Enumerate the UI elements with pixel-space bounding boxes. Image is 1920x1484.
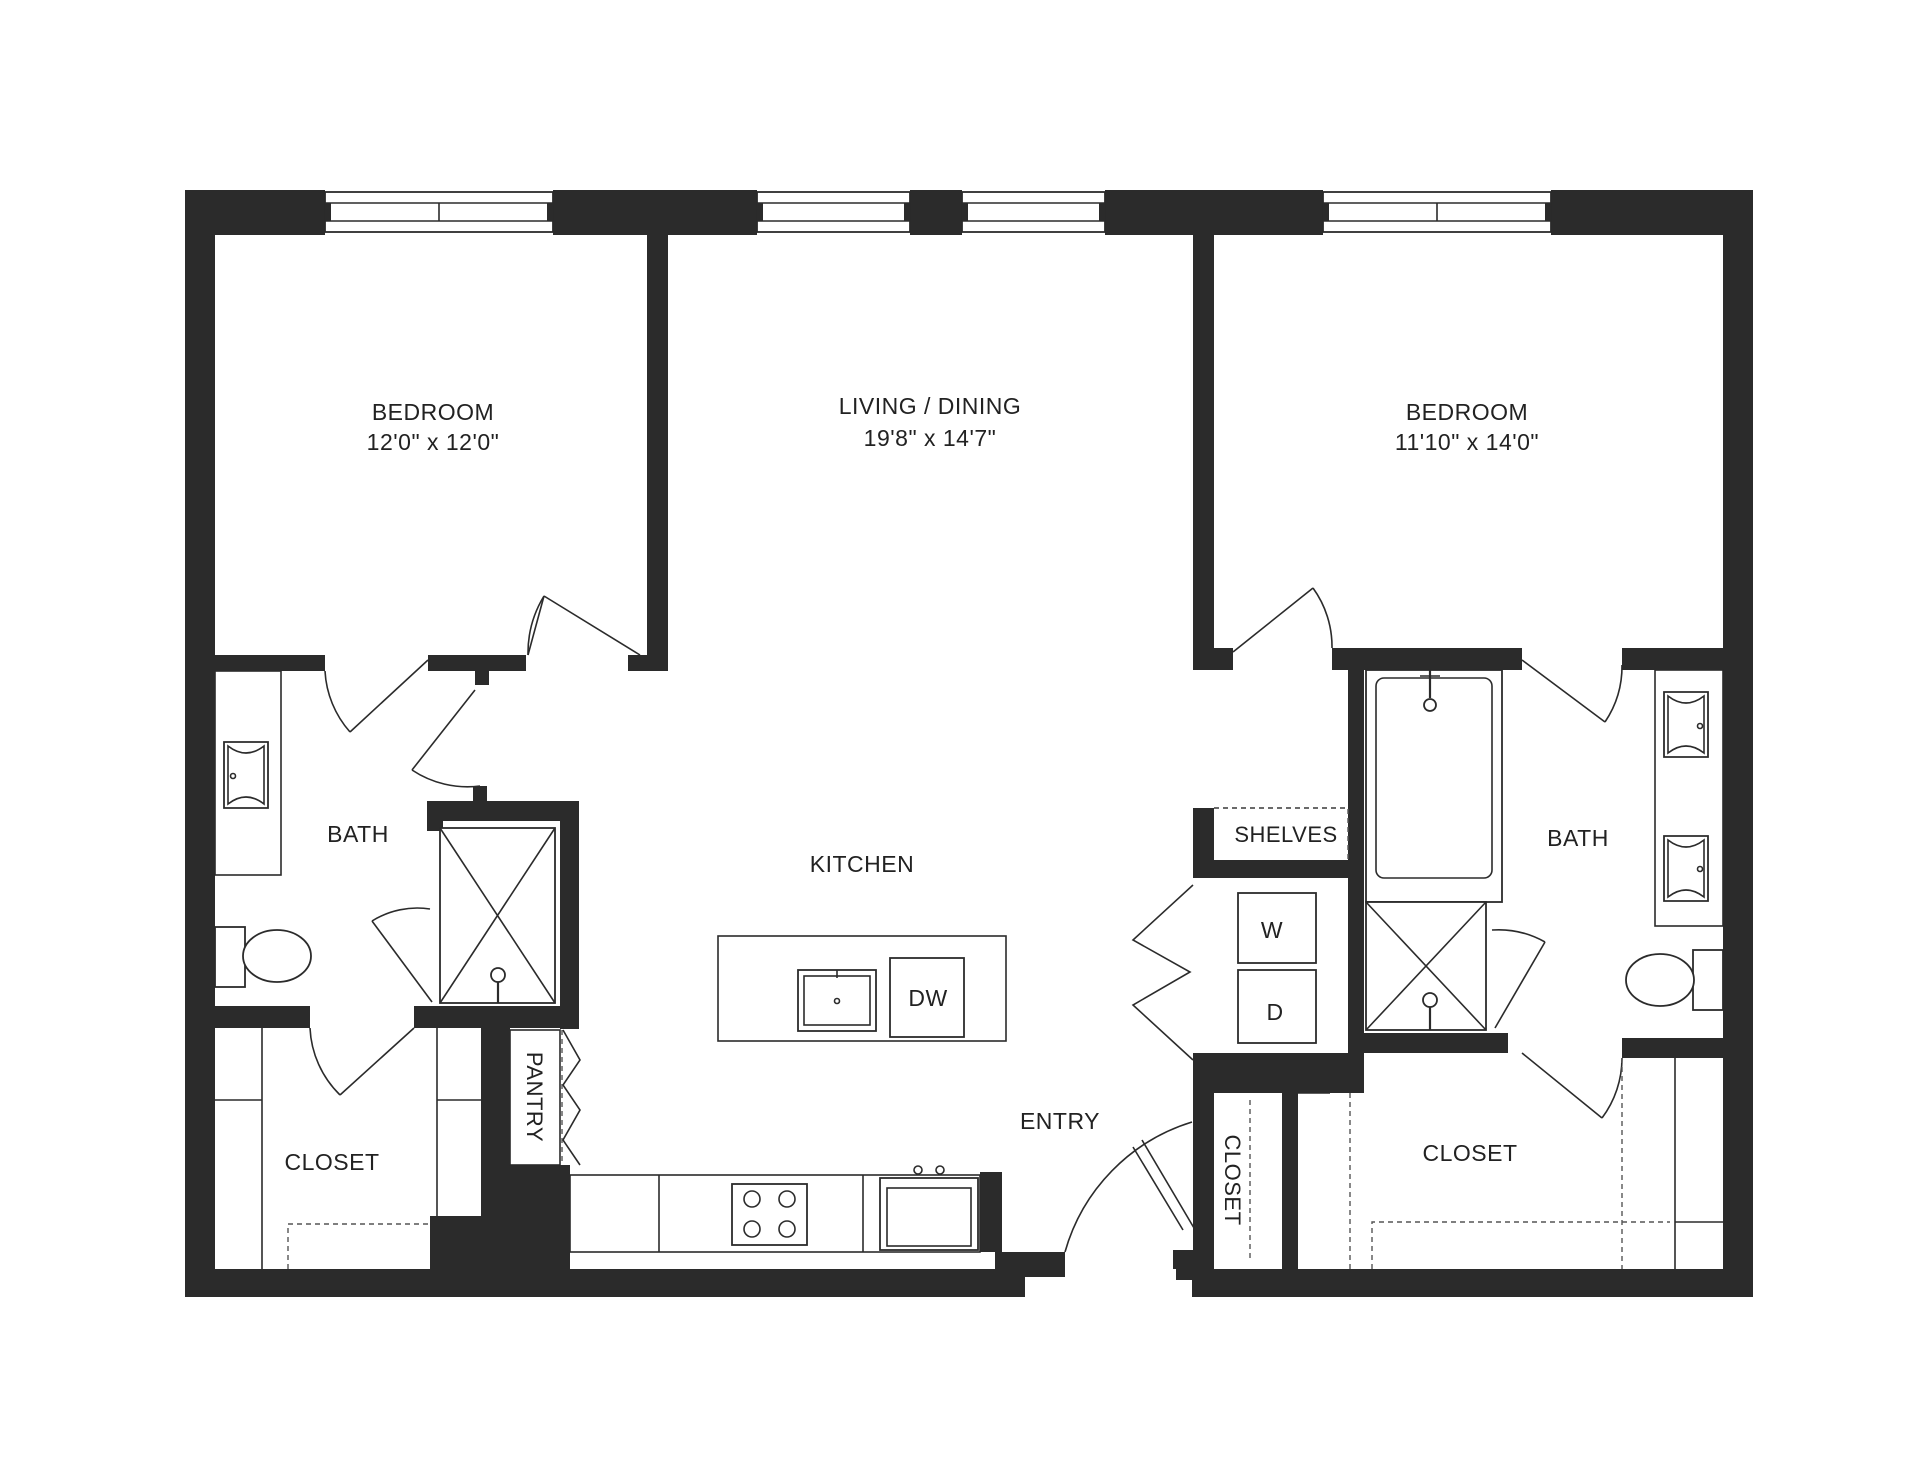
sink-icon-lower bbox=[1663, 835, 1709, 902]
bedroom-right-size: 11'10" x 14'0" bbox=[1395, 429, 1539, 455]
kitchen-fixtures bbox=[569, 935, 1007, 1253]
window-left-bedroom bbox=[324, 191, 554, 233]
dryer bbox=[1237, 969, 1317, 1044]
vanity-counter-right bbox=[1654, 669, 1724, 927]
windows bbox=[324, 191, 1552, 233]
washer-label: W bbox=[1261, 917, 1283, 943]
washer bbox=[1237, 892, 1317, 964]
left-bath-fixtures bbox=[214, 670, 556, 1004]
shelves-label: SHELVES bbox=[1234, 822, 1337, 847]
bedroom-right-label: BEDROOM bbox=[1406, 399, 1528, 425]
room-labels: BEDROOM 12'0" x 12'0" LIVING / DINING 19… bbox=[284, 393, 1608, 1226]
shower-right bbox=[1365, 901, 1487, 1031]
window-right-bedroom bbox=[1322, 191, 1552, 233]
interior-walls bbox=[215, 233, 1723, 1269]
closet-left-label: CLOSET bbox=[284, 1149, 379, 1175]
kitchen-sink-icon bbox=[879, 1165, 979, 1251]
bath-left-label: BATH bbox=[327, 821, 389, 847]
dryer-label: D bbox=[1266, 999, 1283, 1025]
sink-icon bbox=[223, 741, 269, 809]
dishwasher bbox=[889, 957, 965, 1038]
toilet-icon bbox=[214, 926, 312, 988]
right-bath-fixtures bbox=[1365, 669, 1724, 1031]
window-living-right bbox=[961, 191, 1106, 233]
pantry-label: PANTRY bbox=[522, 1052, 547, 1142]
closet-entry-label: CLOSET bbox=[1220, 1134, 1245, 1225]
vanity-counter bbox=[214, 670, 282, 876]
island-sink-icon bbox=[797, 969, 877, 1032]
toilet-icon-right bbox=[1625, 949, 1724, 1011]
bath-right-label: BATH bbox=[1547, 825, 1609, 851]
living-dining-label: LIVING / DINING bbox=[839, 393, 1022, 419]
pantry bbox=[509, 1029, 563, 1166]
shower-left bbox=[439, 827, 556, 1004]
exterior-walls bbox=[185, 190, 1753, 1297]
dishwasher-label: DW bbox=[908, 985, 947, 1011]
closet-right-label: CLOSET bbox=[1422, 1140, 1517, 1166]
kitchen-counter bbox=[569, 1165, 981, 1253]
bathtub-icon bbox=[1365, 669, 1503, 903]
living-dining-size: 19'8" x 14'7" bbox=[864, 425, 997, 451]
kitchen-island bbox=[717, 935, 1007, 1042]
bedroom-left-size: 12'0" x 12'0" bbox=[367, 429, 500, 455]
bedroom-left-label: BEDROOM bbox=[372, 399, 494, 425]
sink-icon-upper bbox=[1663, 691, 1709, 758]
laundry-fixtures bbox=[1214, 807, 1349, 1044]
left-closet-fixtures bbox=[215, 1028, 481, 1269]
kitchen-label: KITCHEN bbox=[810, 851, 914, 877]
window-living-left bbox=[756, 191, 911, 233]
right-closet-fixtures bbox=[1298, 1058, 1723, 1269]
doors bbox=[309, 587, 1623, 1253]
cooktop-icon bbox=[731, 1183, 808, 1246]
entry-label: ENTRY bbox=[1020, 1108, 1100, 1134]
